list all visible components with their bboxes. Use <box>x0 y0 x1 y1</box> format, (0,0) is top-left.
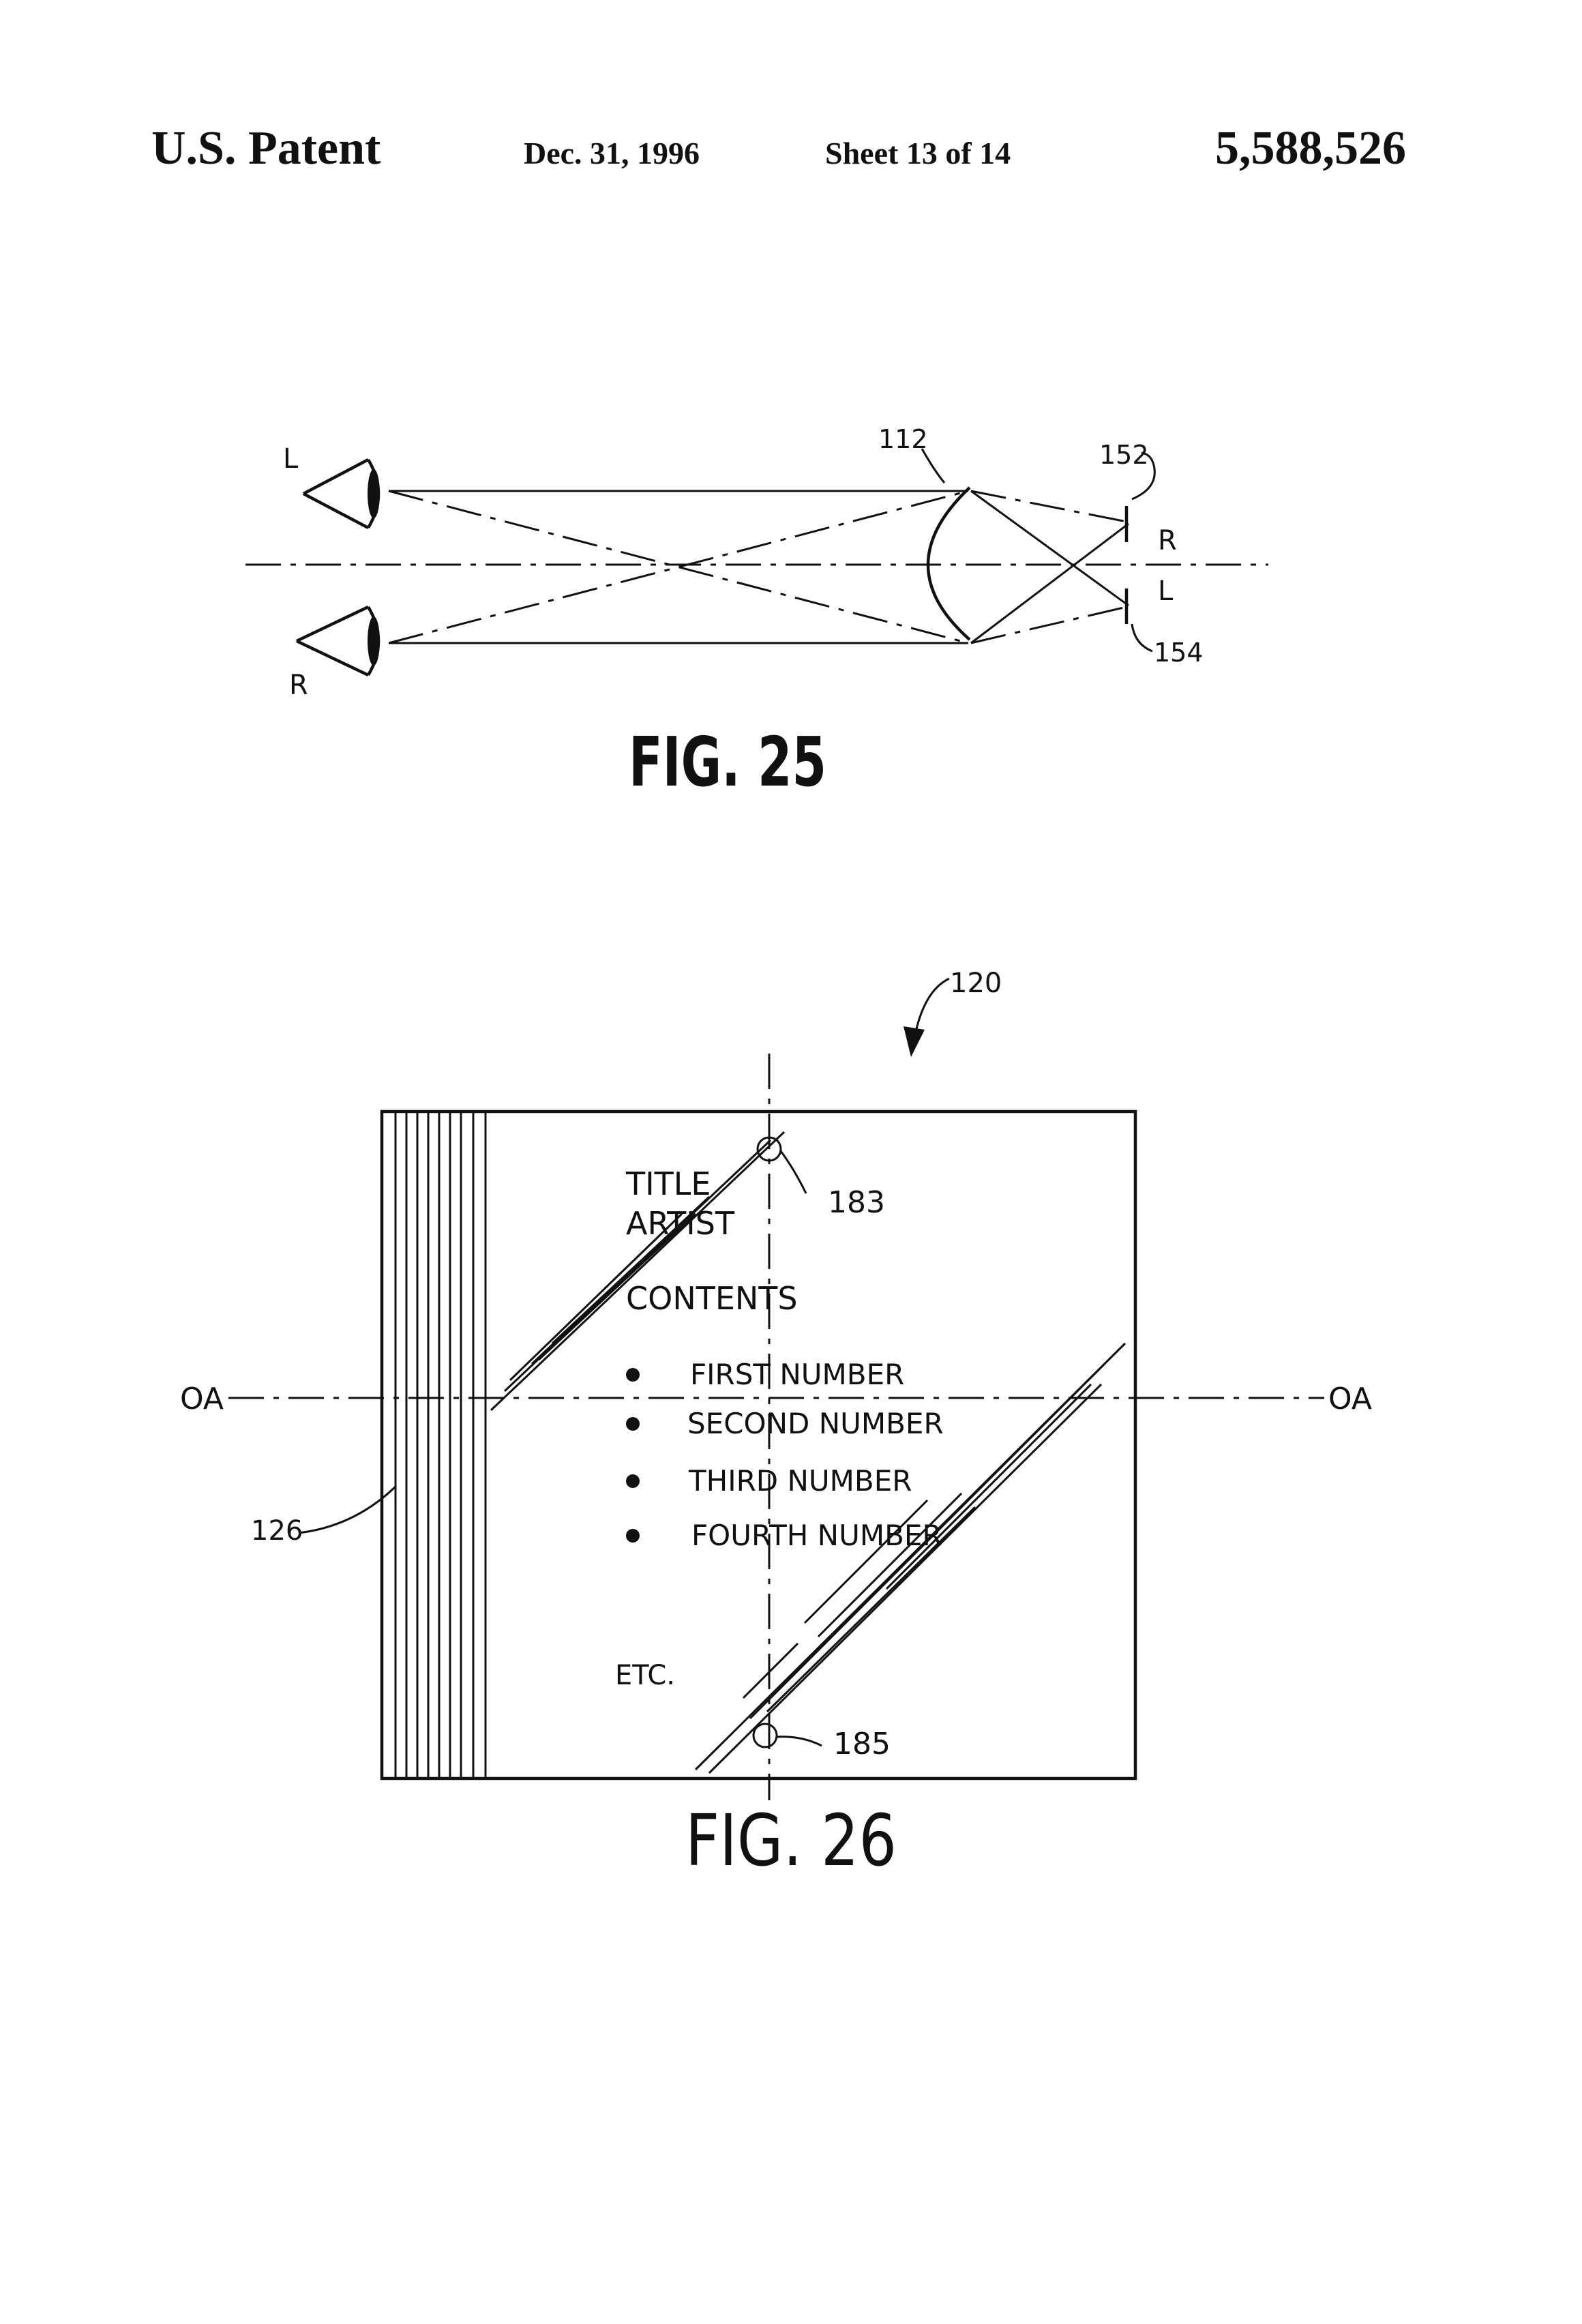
eye-bottom-icon <box>296 605 380 677</box>
image-bottom-ref-label: 154 <box>1154 638 1204 668</box>
header-date: Dec. 31, 1996 <box>524 136 700 170</box>
lens-ref-label: 112 <box>878 424 928 454</box>
bullet <box>626 1474 640 1488</box>
image-bottom-label: L <box>1158 576 1174 607</box>
list-item: SECOND NUMBER <box>687 1407 944 1440</box>
marker-top-ref-label: 183 <box>828 1185 885 1220</box>
lower-diagonal-lines <box>694 1342 1126 1774</box>
axis-left-label: OA <box>180 1382 224 1416</box>
fig25-caption: FIG. 25 <box>629 722 826 802</box>
figure-26: 120 126 OA OA <box>180 968 1372 1882</box>
panel-frame <box>380 1109 1137 1781</box>
eye-top-icon <box>302 458 380 529</box>
eye-top-label: L <box>283 443 299 475</box>
header-sheet: Sheet 13 of 14 <box>825 136 1011 170</box>
axis-right-label: OA <box>1328 1382 1372 1416</box>
upper-diagonal-lines <box>490 1131 786 1412</box>
fig26-caption: FIG. 26 <box>685 1799 897 1882</box>
list-item: FIRST NUMBER <box>690 1358 904 1391</box>
list-item: FOURTH NUMBER <box>691 1519 942 1552</box>
bullet <box>626 1417 640 1431</box>
bullet <box>626 1529 640 1543</box>
display-title: TITLE <box>625 1165 711 1202</box>
display-artist: ARTIST <box>626 1205 735 1242</box>
assembly-ref-label: 120 <box>950 968 1002 999</box>
display-contents: CONTENTS <box>626 1280 798 1317</box>
lens-112 <box>926 486 971 641</box>
eye-bottom-label: R <box>289 670 308 701</box>
edge-ref-label: 126 <box>251 1515 303 1547</box>
list-item: THIRD NUMBER <box>688 1464 912 1498</box>
header-patent-number: 5,588,526 <box>1215 122 1406 175</box>
edge-stripes-126 <box>394 1112 487 1778</box>
marker-circle-185 <box>752 1723 778 1748</box>
page-header: U.S. Patent Dec. 31, 1996 Sheet 13 of 14… <box>151 122 1406 175</box>
image-top-label: R <box>1158 525 1177 556</box>
marker-circle-183 <box>756 1136 782 1162</box>
image-top-ref-label: 152 <box>1099 440 1149 470</box>
display-etc: ETC. <box>615 1660 675 1691</box>
header-patent-label: U.S. Patent <box>151 122 380 175</box>
figure-25: L R 112 152 154 R L FIG. 25 <box>245 424 1268 802</box>
marker-bottom-ref-label: 185 <box>833 1727 891 1761</box>
bullet <box>626 1368 640 1382</box>
